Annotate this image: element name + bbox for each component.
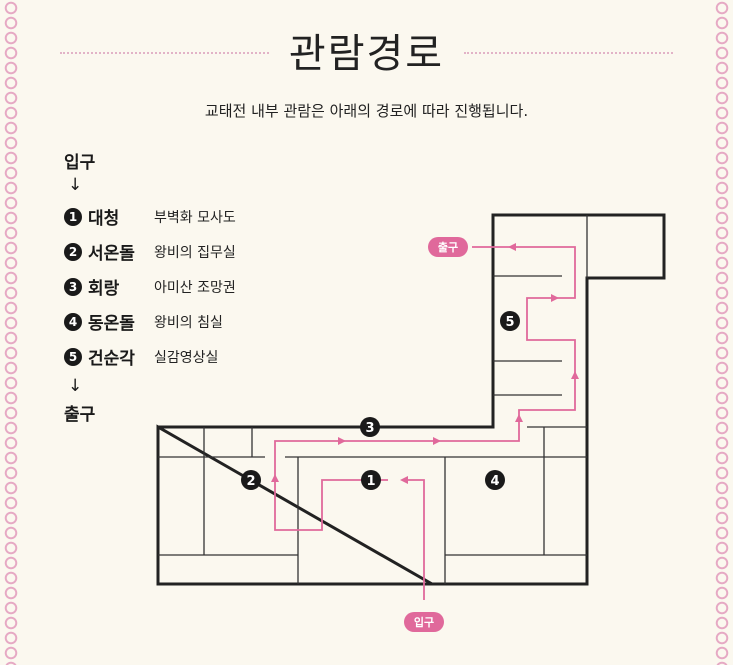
route-stop: 1 대청 부벽화 모사도: [64, 199, 236, 234]
map-marker-3: 3: [360, 417, 380, 437]
stop-description: 왕비의 침실: [154, 314, 223, 331]
decorative-border-right: [711, 0, 733, 665]
stop-name: 회랑: [88, 279, 120, 299]
title-divider-right: [464, 52, 674, 54]
decorative-border-left: [0, 0, 22, 665]
interior-walls: [158, 215, 588, 584]
stop-name: 동온돌: [88, 314, 135, 334]
stop-number-badge: 1: [64, 207, 82, 226]
stop-description: 실감영상실: [154, 349, 219, 366]
route-stop: 4 동온돌 왕비의 침실: [64, 304, 236, 339]
svg-text:출구: 출구: [438, 240, 458, 254]
stop-number-badge: 2: [64, 242, 82, 261]
svg-text:5: 5: [505, 315, 514, 330]
stop-number-badge: 5: [64, 347, 82, 366]
svg-text:2: 2: [246, 474, 255, 489]
svg-text:1: 1: [366, 474, 375, 489]
stop-description: 아미산 조망권: [154, 279, 236, 296]
stop-name: 서온돌: [88, 244, 135, 264]
map-marker-1: 1: [361, 470, 381, 490]
route-list: 입구 ↓ 1 대청 부벽화 모사도 2 서온돌 왕비의 집무실 3 회랑 아미산…: [64, 148, 236, 425]
title-divider-left: [60, 52, 269, 54]
route-entry-label: 입구: [64, 153, 96, 173]
page-title: 관람경로: [288, 31, 445, 77]
svg-text:4: 4: [490, 474, 499, 489]
title-row: 관람경로: [60, 22, 674, 78]
map-marker-5: 5: [500, 311, 520, 331]
map-marker-2: 2: [241, 470, 261, 490]
exit-pill: 출구: [428, 237, 468, 257]
down-arrow-icon: ↓: [68, 376, 83, 396]
stop-name: 건순각: [88, 349, 135, 369]
stop-description: 왕비의 집무실: [154, 244, 236, 261]
route-stop: 2 서온돌 왕비의 집무실: [64, 234, 236, 269]
stop-number-badge: 3: [64, 277, 82, 296]
svg-text:3: 3: [365, 421, 374, 436]
route-path: [271, 243, 579, 600]
map-marker-4: 4: [485, 470, 505, 490]
stop-name: 대청: [88, 209, 120, 229]
building-outline: [156, 213, 666, 586]
stop-description: 부벽화 모사도: [154, 209, 236, 226]
svg-text:입구: 입구: [414, 616, 434, 629]
stop-number-badge: 4: [64, 312, 82, 331]
page-subtitle: 교태전 내부 관람은 아래의 경로에 따라 진행됩니다.: [204, 102, 529, 120]
down-arrow-icon: ↓: [68, 175, 83, 195]
route-stop: 5 건순각 실감영상실: [64, 339, 236, 374]
route-exit-label: 출구: [64, 405, 96, 425]
route-stop: 3 회랑 아미산 조망권: [64, 269, 236, 304]
entrance-pill: 입구: [404, 612, 444, 632]
